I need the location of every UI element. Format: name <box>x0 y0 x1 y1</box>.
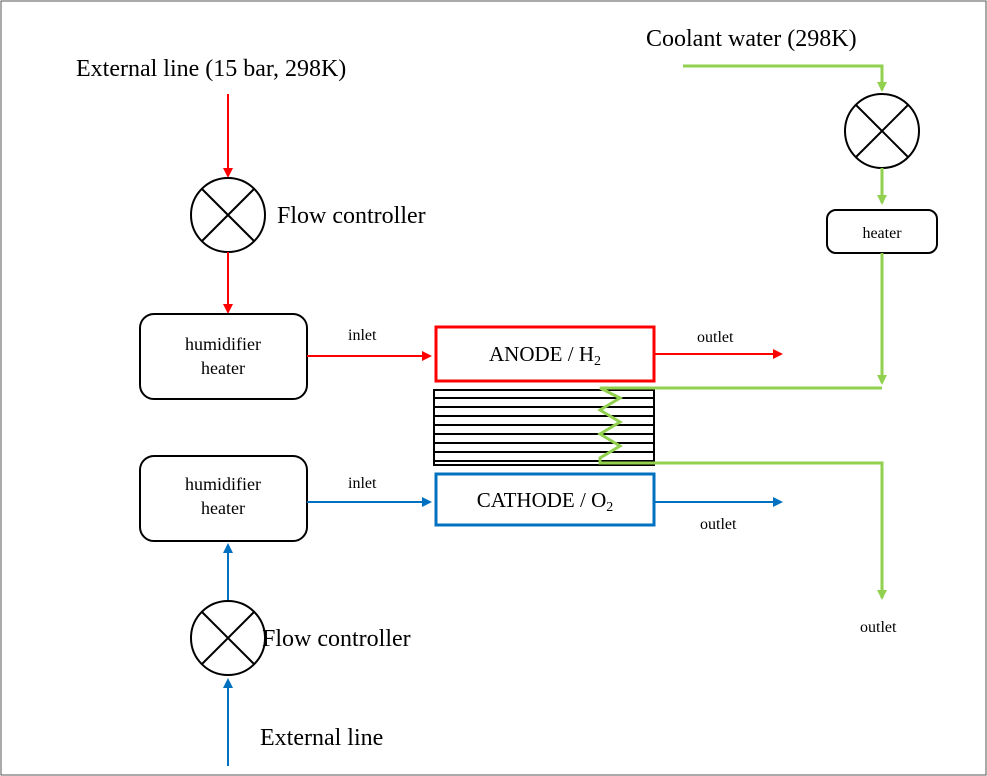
anode-label-subscript: 2 <box>594 354 601 369</box>
external-line-bottom-label: External line <box>260 725 383 751</box>
humidifier-heater-bottom-line2: heater <box>201 498 245 518</box>
humidifier-heater-bottom-box <box>139 455 308 542</box>
flow-controller-top-label: Flow controller <box>277 203 426 229</box>
flow-controller-bottom-label: Flow controller <box>262 626 411 652</box>
coolant-through-stack-line <box>597 386 887 600</box>
coolant-heater-label: heater <box>862 225 902 242</box>
external-line-top-label: External line (15 bar, 298K) <box>76 56 346 82</box>
humidifier-heater-top-line1: humidifier <box>185 334 261 354</box>
coolant-valve-icon <box>844 93 920 169</box>
coolant-feed-line-1 <box>683 64 887 92</box>
flow-controller-top-icon <box>190 177 266 253</box>
cathode-label: CATHODE / O2 <box>477 488 614 515</box>
cathode-label-subscript: 2 <box>606 500 613 515</box>
humidifier-heater-bottom-line1: humidifier <box>185 474 261 494</box>
membrane-stack-plates <box>433 389 655 466</box>
coolant-water-label: Coolant water (298K) <box>646 26 857 52</box>
inlet-anode-label: inlet <box>348 327 377 344</box>
humidifier-heater-top-box <box>139 313 308 400</box>
flow-controller-bottom-icon <box>190 600 266 676</box>
outlet-cathode-label: outlet <box>700 516 737 533</box>
inlet-cathode-label: inlet <box>348 475 377 492</box>
outlet-coolant-label: outlet <box>860 619 897 636</box>
outlet-anode-label: outlet <box>697 329 734 346</box>
humidifier-heater-top-line2: heater <box>201 358 245 378</box>
cathode-box <box>434 472 656 527</box>
anode-label-main: ANODE / H <box>489 342 594 366</box>
cathode-label-main: CATHODE / O <box>477 488 607 512</box>
anode-label: ANODE / H2 <box>489 342 601 369</box>
